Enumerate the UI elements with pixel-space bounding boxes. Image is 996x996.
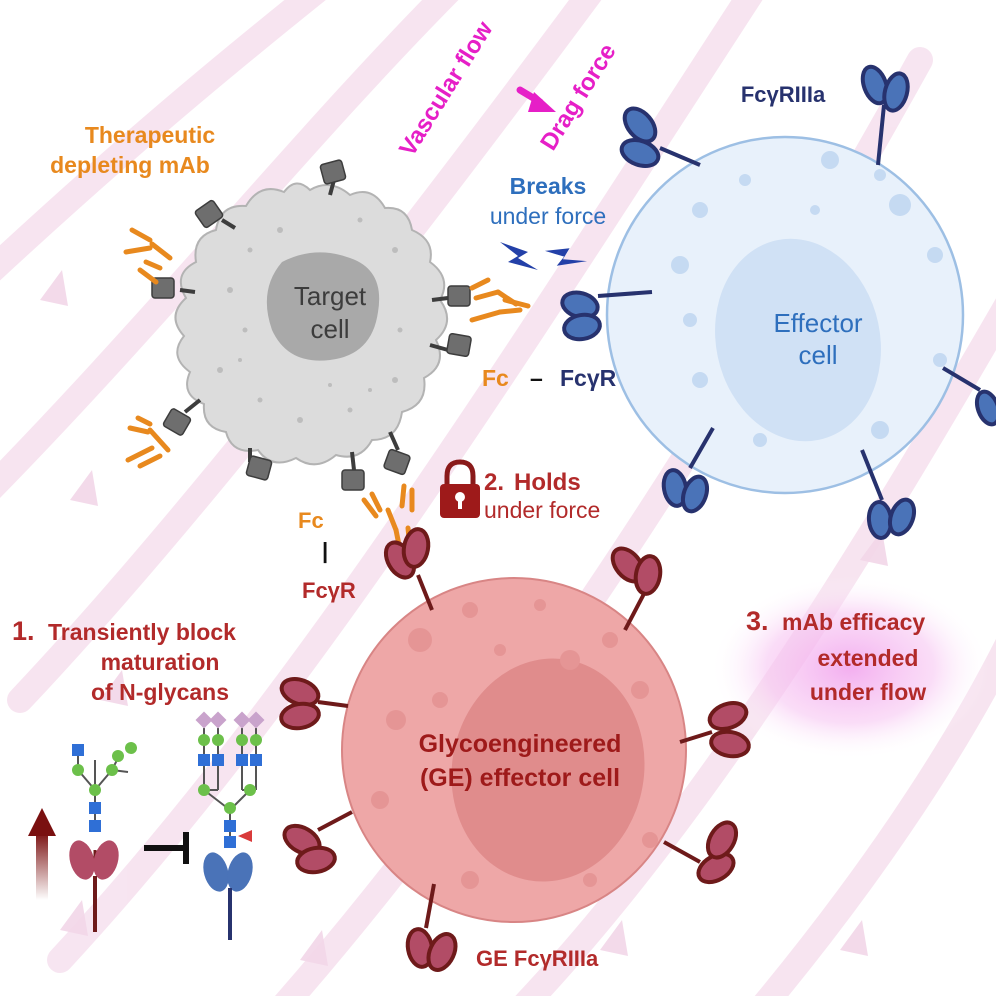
step1-line3: of N-glycans [91, 679, 229, 705]
efficacy-glow [710, 576, 990, 760]
fc-label-bottom: Fc [298, 508, 324, 533]
therapeutic-mabs [123, 227, 531, 553]
step3-line2: extended [818, 645, 919, 671]
target-cell-label-line1: Target [294, 281, 367, 311]
receptor-bottom-right [860, 449, 917, 540]
therapeutic-label-line2: depleting mAb [50, 152, 210, 178]
lightning-bolt-icon [500, 242, 588, 270]
step2-under-force-label: under force [484, 497, 600, 523]
fcgr-label-top: FcγR [560, 365, 617, 391]
target-cell-label-line2: cell [310, 314, 349, 344]
step2-holds-label: Holds [514, 469, 581, 496]
fcgr3a-receptors [560, 64, 996, 540]
padlock-icon [440, 459, 480, 518]
receptor-left [560, 290, 653, 342]
inhibit-bar-icon [144, 832, 189, 864]
effector-cell-label-line1: Effector [773, 308, 862, 338]
effector-cell [605, 135, 965, 495]
ge-fcgr3a-receptors [279, 527, 751, 972]
ge-fcgr3a-label: GE FcγRIIIa [476, 946, 599, 971]
receptor-right [941, 366, 996, 427]
target-cell [174, 182, 448, 466]
ge-cell-label-line1: Glycoengineered [419, 730, 622, 758]
ge-cell-label-line2: (GE) effector cell [420, 764, 620, 792]
receptor-bottom-left [661, 427, 715, 514]
flow-arrowheads [40, 270, 888, 966]
receptor-top [860, 64, 910, 166]
step3-line1: mAb efficacy [782, 609, 925, 635]
effector-cell-label-line2: cell [798, 340, 837, 370]
step2-number: 2. [484, 469, 504, 496]
step3-number: 3. [746, 606, 769, 636]
step3-line3: under flow [810, 679, 926, 705]
breaks-label-line2: under force [490, 203, 606, 229]
drag-arrow-icon [516, 86, 556, 112]
mab-bound-right [469, 277, 531, 323]
arrow-up-icon [28, 808, 56, 900]
fcgr-label-bottom: FcγR [302, 578, 356, 603]
step1-line2: maturation [101, 649, 220, 675]
mab-free-top [123, 227, 173, 285]
step1-line1: Transiently block [48, 619, 236, 645]
receptor-upper-left [619, 106, 701, 169]
ge-effector-cell [341, 577, 687, 923]
mab-bound-bottom [361, 483, 415, 553]
bar-label-bottom: | [322, 538, 328, 563]
breaks-label-line1: Breaks [510, 173, 587, 199]
mab-free-bottom [125, 415, 171, 469]
glycan-immature [195, 711, 265, 940]
therapeutic-label-line1: Therapeutic [85, 122, 216, 148]
glycan-mature [69, 742, 137, 932]
dash-label-top: – [530, 365, 543, 391]
fc-label-top: Fc [482, 365, 509, 391]
fcgr3a-label: FcγRIIIa [741, 82, 826, 107]
step1-number: 1. [12, 616, 35, 646]
